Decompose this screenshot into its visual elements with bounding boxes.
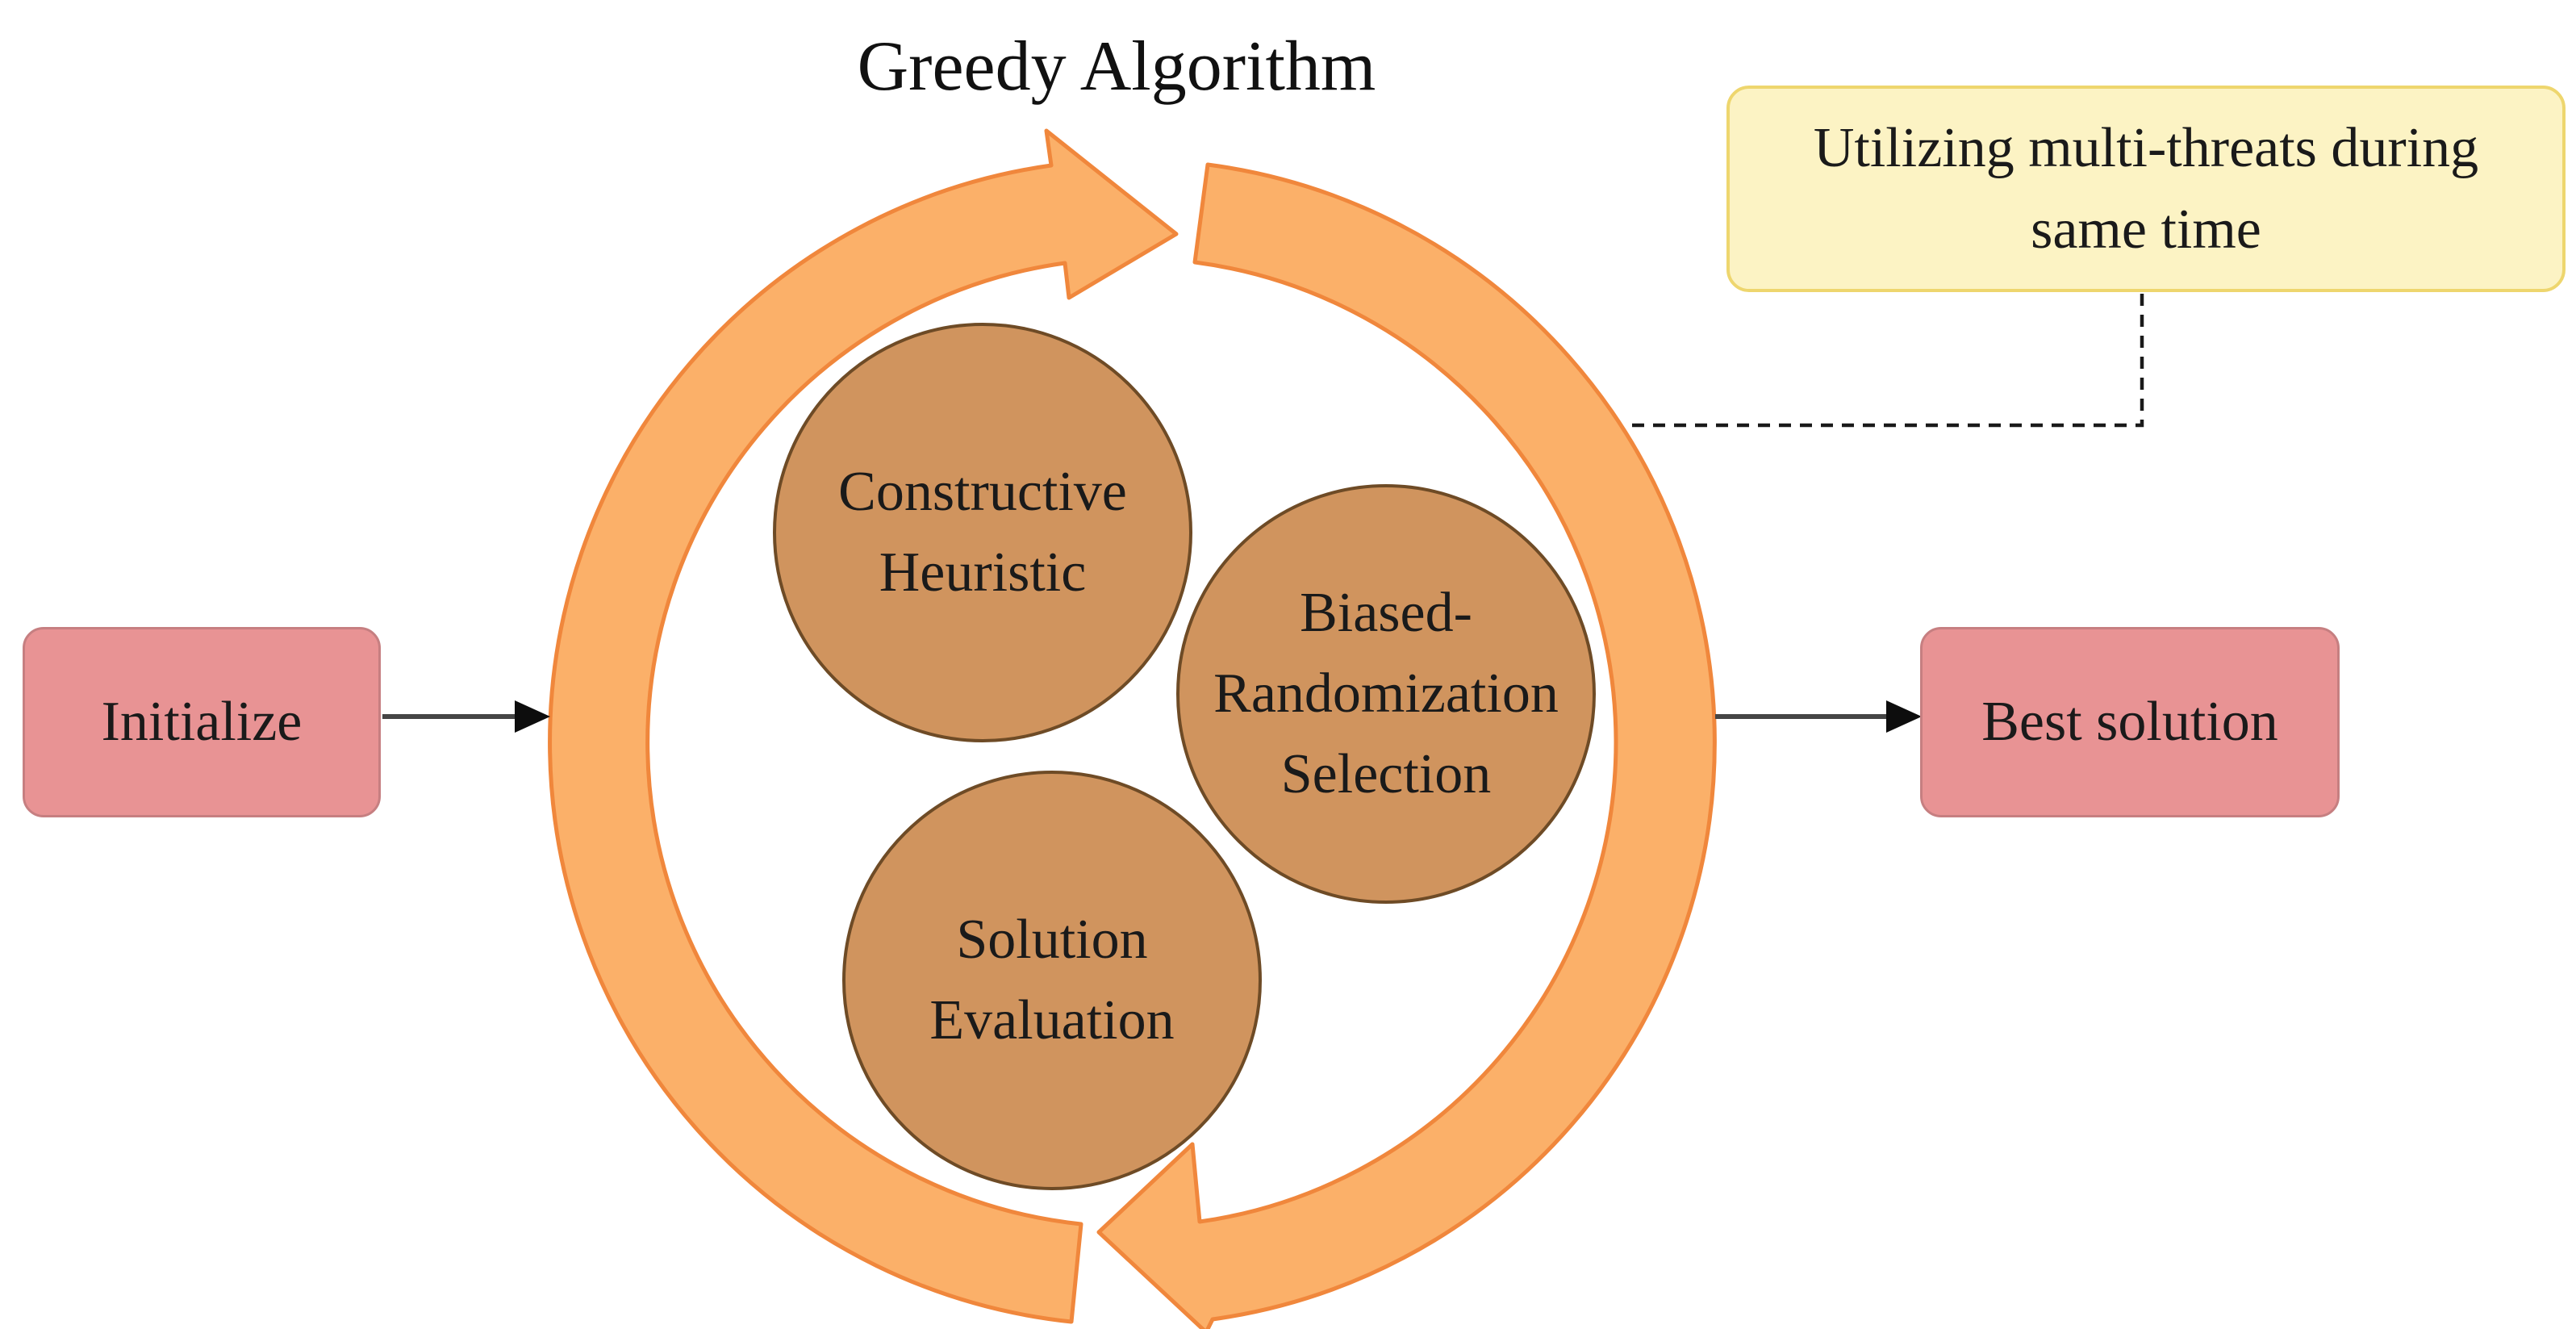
callout-note: Utilizing multi-threats during same time	[1726, 86, 2566, 292]
page-title: Greedy Algorithm	[857, 27, 1376, 106]
node-initialize: Initialize	[23, 627, 381, 817]
node-best-solution: Best solution	[1920, 627, 2340, 817]
node-initialize-label: Initialize	[101, 691, 303, 753]
step-label-line: Evaluation	[929, 989, 1175, 1051]
step-label-line: Randomization	[1213, 662, 1559, 725]
loop-arrow-right-arc	[1096, 162, 1717, 1329]
callout-line: same time	[2031, 199, 2261, 261]
step-label-line: Biased-	[1300, 581, 1472, 644]
arrow-initialize-to-loop	[382, 700, 550, 733]
step-circle-constructive-heuristic: Constructive Heuristic	[773, 323, 1192, 742]
step-circle-biased-randomization-selection: Biased- Randomization Selection	[1176, 484, 1596, 904]
dashed-connector	[1625, 294, 2144, 428]
callout-line: Utilizing multi-threats during	[1813, 116, 2479, 179]
step-label-line: Heuristic	[879, 541, 1087, 604]
step-label-line: Solution	[956, 908, 1148, 971]
arrow-loop-to-best-solution	[1715, 700, 1922, 733]
step-label-line: Selection	[1280, 743, 1492, 806]
loop-arrow-left-arc	[548, 128, 1179, 1324]
step-label-line: Constructive	[838, 460, 1127, 523]
node-best-solution-label: Best solution	[1981, 691, 2278, 753]
step-circle-solution-evaluation: Solution Evaluation	[842, 771, 1262, 1190]
